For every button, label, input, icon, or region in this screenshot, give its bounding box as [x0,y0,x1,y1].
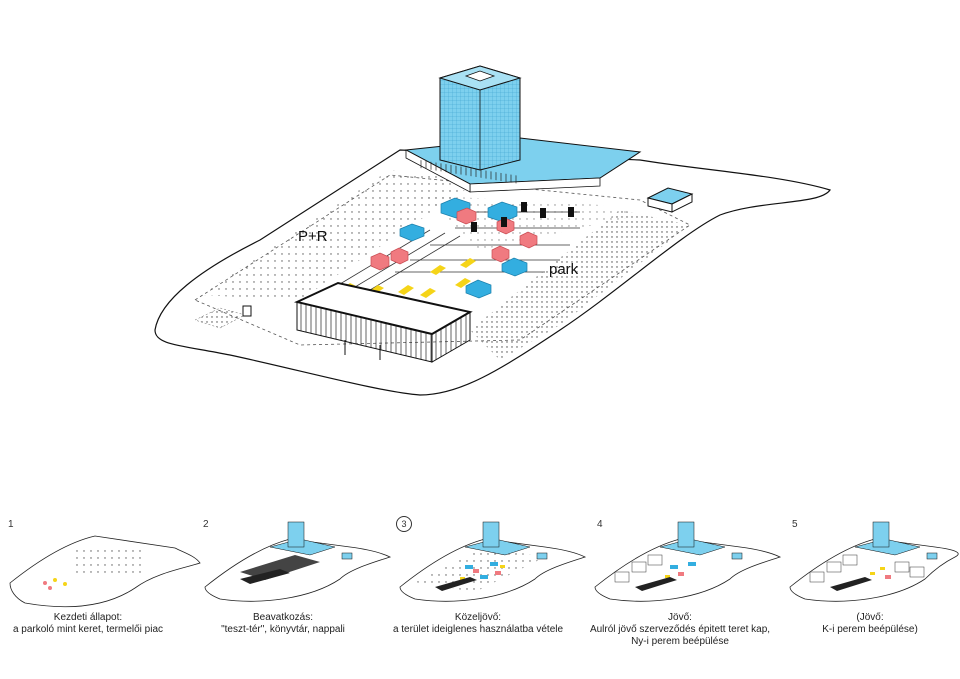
pr-label: P+R [298,228,328,245]
stage-2-diagram [204,521,392,602]
stage-3-caption-line: Közeljövő: [454,612,502,623]
stage-5-caption: (Jövő: K-i perem beépülése) [770,612,960,636]
stage-3-caption: Közeljövő: a terület ideiglenes használa… [378,612,578,636]
stage-2-caption: Beavatkozás: "teszt-tér", könyvtár, napp… [183,612,383,636]
stage-4-caption-line: Jövő: [668,612,692,623]
stage-1-number: 1 [8,519,14,530]
stage-4-diagram [594,521,782,602]
stage-1-caption-line: Kezdeti állapot: [53,612,123,623]
library-building [293,281,473,363]
stage-3-caption-line: a terület ideiglenes használatba vétele [392,624,564,635]
terminal-building [404,65,642,193]
stage-4-caption: Jövő: Aulról jövő szerveződés épitett te… [580,612,780,648]
stage-1-diagram [9,535,201,608]
stage-2-number: 2 [203,519,209,530]
stage-1-caption: Kezdeti állapot: a parkoló mint keret, t… [0,612,188,636]
market-plot [194,305,252,329]
stage-4-caption-line: Ny-i perem beépülése [631,636,729,647]
site-boundary [154,149,831,396]
stage-3-diagram [399,521,587,602]
stage-3-number: 3 [396,516,412,532]
park-dotted-field [470,210,690,360]
stage-2-caption-line: "teszt-tér", könyvtár, nappali [221,624,345,635]
stage-4-number: 4 [597,519,603,530]
black-objects [471,202,574,232]
stage-5-caption-line: K-i perem beépülése) [822,624,918,635]
stage-1-caption-line: a parkoló mint keret, termelői piac [12,624,164,635]
stage-4-caption-line: Aulról jövő szerveződés épitett teret ka… [589,624,771,635]
containers-blue [399,197,528,299]
stage-5-diagram [789,521,959,602]
stage-5-caption-line: (Jövő: [856,612,884,623]
stage-2-caption-line: Beavatkozás: [252,612,314,623]
stage-5-number: 5 [792,519,798,530]
pr-dotted-field [200,170,480,300]
small-pavilion [646,187,694,213]
park-label: park [549,261,579,278]
